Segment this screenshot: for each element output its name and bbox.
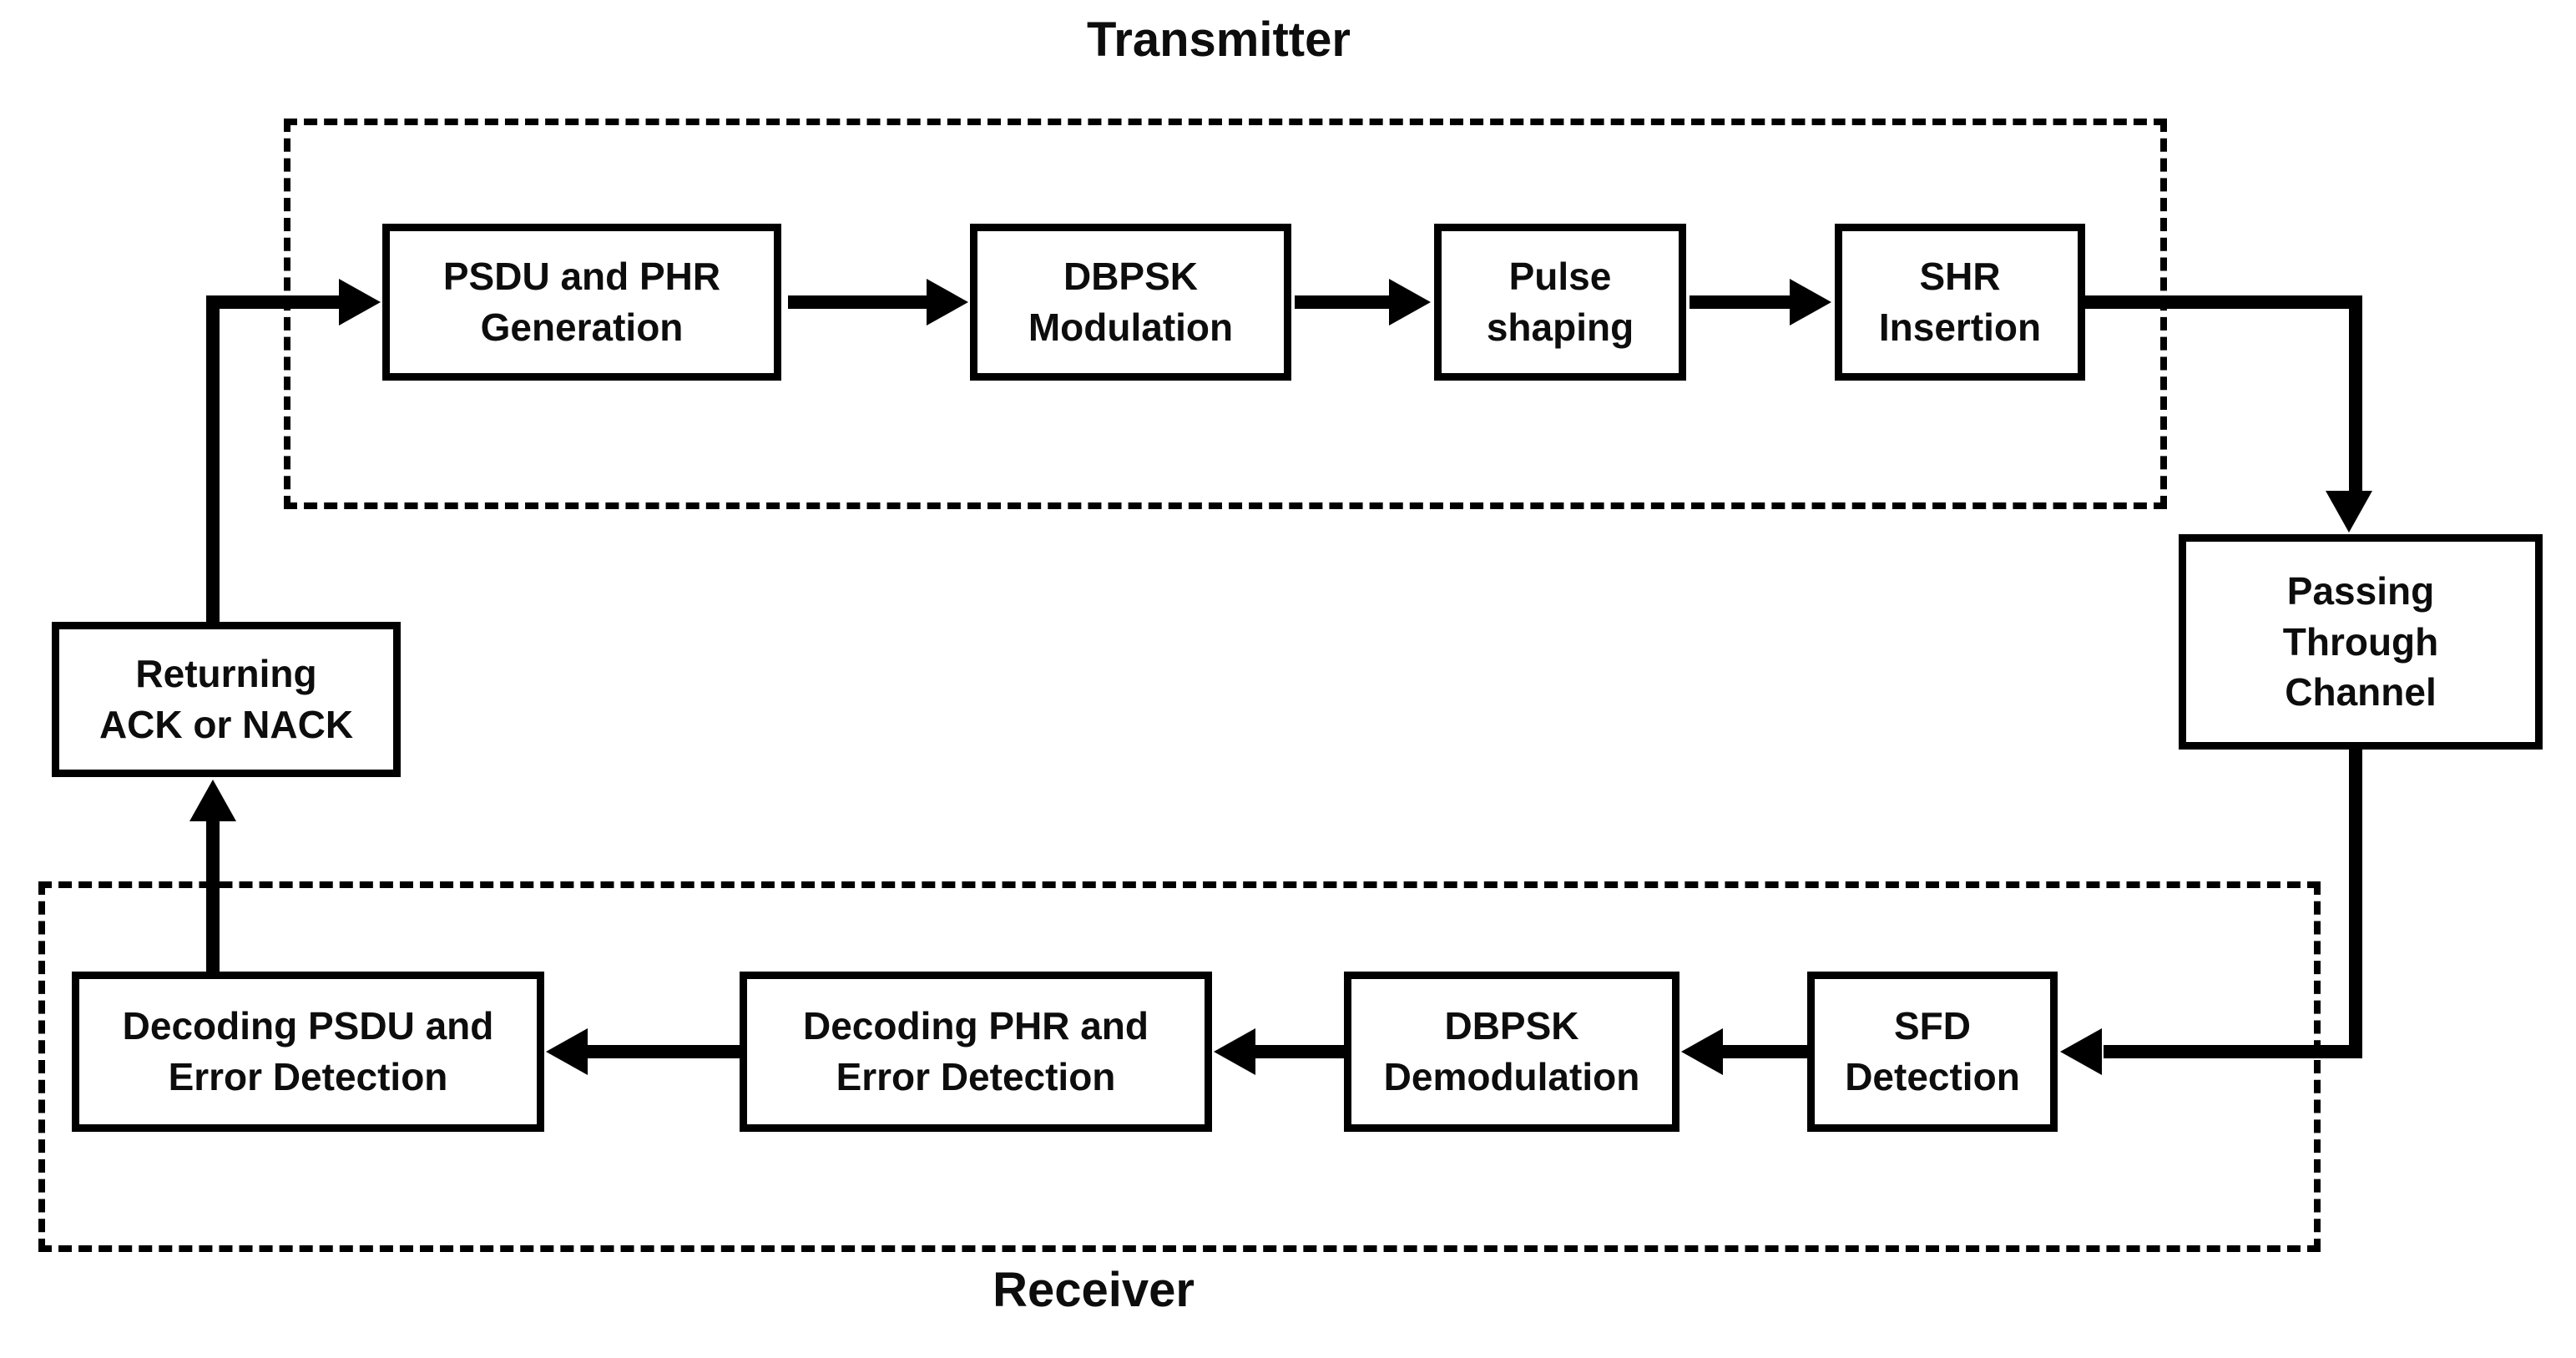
block-returning-ack-or-nack: Returning ACK or NACK xyxy=(52,622,401,777)
arrow-pulse-to-shr-line xyxy=(1690,295,1791,309)
arrow-ack-to-psdu-hline xyxy=(206,295,340,309)
arrow-shr-to-channel-hline xyxy=(2085,295,2362,309)
arrow-shr-to-channel-head-icon xyxy=(2326,491,2372,533)
transmitter-title: Transmitter xyxy=(1087,13,1351,67)
arrow-ack-to-psdu-vline xyxy=(206,295,220,622)
arrow-channel-to-sfd-vline xyxy=(2349,750,2362,1052)
block-shr-insertion: SHR Insertion xyxy=(1835,224,2085,381)
receiver-group-border xyxy=(38,881,2321,1252)
block-decoding-phr-error-detection: Decoding PHR and Error Detection xyxy=(740,972,1212,1132)
arrow-decpsdu-to-ack-head-icon xyxy=(189,780,236,821)
arrow-dbpskdem-to-decphr-head-icon xyxy=(1214,1028,1255,1075)
arrow-sfd-to-dbpskdem-line xyxy=(1723,1045,1807,1058)
arrow-decphr-to-decpsdu-head-icon xyxy=(546,1028,588,1075)
arrow-dbpsk-to-pulse-head-icon xyxy=(1389,279,1431,326)
arrow-sfd-to-dbpskdem-head-icon xyxy=(1681,1028,1723,1075)
arrow-decpsdu-to-ack-vline xyxy=(206,821,220,972)
block-dbpsk-demodulation: DBPSK Demodulation xyxy=(1344,972,1679,1132)
arrow-dbpskdem-to-decphr-line xyxy=(1255,1045,1344,1058)
block-psdu-phr-generation: PSDU and PHR Generation xyxy=(382,224,781,381)
block-passing-through-channel: Passing Through Channel xyxy=(2179,534,2543,750)
block-decoding-psdu-error-detection: Decoding PSDU and Error Detection xyxy=(72,972,544,1132)
arrow-decphr-to-decpsdu-line xyxy=(588,1045,740,1058)
arrow-psdu-to-dbpsk-head-icon xyxy=(927,279,968,326)
arrow-ack-to-psdu-head-icon xyxy=(339,279,381,326)
transmitter-group-border xyxy=(284,119,2167,509)
arrow-shr-to-channel-vline xyxy=(2349,295,2362,492)
arrow-dbpsk-to-pulse-line xyxy=(1295,295,1391,309)
block-sfd-detection: SFD Detection xyxy=(1807,972,2058,1132)
arrow-psdu-to-dbpsk-line xyxy=(788,295,930,309)
arrow-channel-to-sfd-hline xyxy=(2104,1045,2362,1058)
arrow-pulse-to-shr-head-icon xyxy=(1790,279,1831,326)
arrow-channel-to-sfd-head-icon xyxy=(2060,1028,2102,1075)
block-dbpsk-modulation: DBPSK Modulation xyxy=(970,224,1291,381)
block-pulse-shaping: Pulse shaping xyxy=(1434,224,1686,381)
receiver-title: Receiver xyxy=(993,1263,1195,1317)
